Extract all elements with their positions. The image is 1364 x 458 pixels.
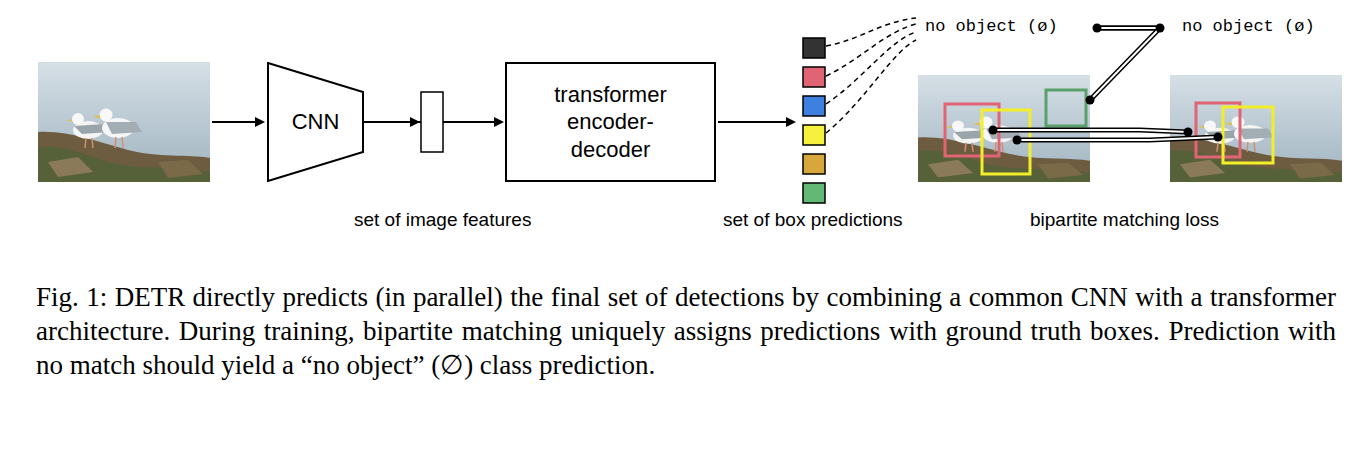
detection-box	[945, 90, 1273, 174]
figure-caption: Fig. 1: DETR directly predicts (in paral…	[36, 280, 1336, 382]
arrow-head	[410, 117, 420, 127]
feature-rect	[421, 92, 443, 152]
prediction-slot	[803, 38, 825, 203]
node-text: CNN	[292, 108, 340, 136]
flow-arrow	[366, 121, 411, 123]
cnn-block: CNN	[267, 62, 364, 182]
process-box: transformer encoder- decoder	[505, 62, 716, 182]
no-object-label: no object (ø)	[923, 17, 1060, 36]
stage-label: bipartite matching loss	[1030, 209, 1219, 231]
stage-label: set of box predictions	[723, 209, 903, 231]
no-object-label: no object (ø)	[1180, 17, 1317, 36]
seagull-photo	[1170, 75, 1342, 182]
node-text: transformer encoder- decoder	[543, 81, 678, 164]
matching-line	[993, 28, 1218, 140]
stage-label: set of image features	[354, 209, 531, 231]
dashed-link	[826, 18, 916, 133]
match-dot	[989, 24, 1223, 145]
seagull-photo	[38, 62, 210, 182]
